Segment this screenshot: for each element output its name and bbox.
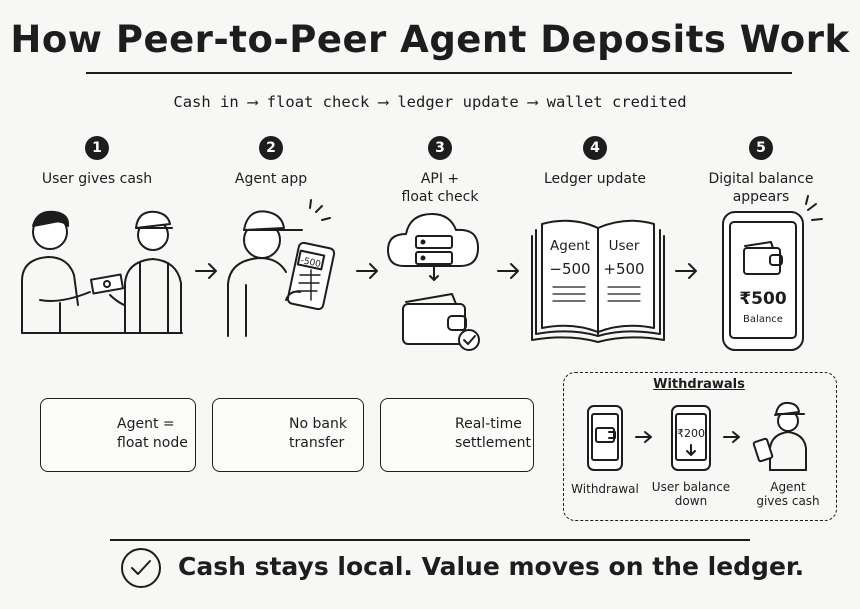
agent-gives-cash-caption: Agent gives cash — [756, 480, 820, 508]
tagline-divider — [110, 539, 750, 541]
arrow-2-icon — [356, 263, 378, 279]
withdraw-arrow-2-icon — [723, 431, 740, 443]
step-5-label: Digital balance appears — [708, 171, 814, 205]
withdrawals-title: Withdrawals — [653, 377, 745, 392]
withdrawal-caption: Withdrawal — [571, 482, 639, 496]
title-underline — [86, 72, 792, 74]
ledger-agent-header: Agent — [550, 238, 590, 254]
feature-no-bank-transfer: No bank transfer — [212, 398, 364, 472]
arrow-1-icon — [195, 263, 217, 279]
step-3-badge: 3 — [428, 136, 452, 160]
user-balance-down-caption: User balance down — [651, 480, 731, 508]
feature-real-time-settlement: Real-time settlement — [380, 398, 534, 472]
withdraw-screen-value: ₹200 — [677, 427, 705, 440]
withdrawal-phone-icon — [587, 405, 623, 471]
feature-agent-float-node: Agent = float node — [40, 398, 196, 472]
step-4-badge: 4 — [583, 136, 607, 160]
cloud-server-icon — [387, 213, 480, 351]
step-1-badge: 1 — [85, 136, 109, 160]
step-1-label: User gives cash — [41, 171, 153, 187]
step-3-label: API + float check — [401, 171, 479, 205]
feature-no-bank-transfer-label: No bank transfer — [289, 416, 347, 451]
step-2-label: Agent app — [234, 171, 308, 187]
wallet-balance-caption: Balance — [743, 314, 783, 325]
ledger-user-header: User — [609, 238, 640, 254]
page-title: How Peer-to-Peer Agent Deposits Work — [10, 18, 850, 61]
check-circle-icon — [121, 548, 161, 588]
ledger-book-icon — [531, 219, 665, 343]
step-5-badge: 5 — [749, 136, 773, 160]
withdraw-arrow-1-icon — [635, 431, 652, 443]
feature-real-time-settlement-label: Real-time settlement — [455, 416, 532, 451]
wallet-phone-icon — [722, 195, 823, 351]
cash-handover-icon — [21, 210, 183, 334]
balance-down-phone-icon — [671, 405, 711, 471]
agent-gives-cash-icon — [752, 401, 807, 471]
tagline: Cash stays local. Value moves on the led… — [178, 552, 805, 581]
arrow-4-icon — [675, 263, 697, 279]
step-2-badge: 2 — [259, 136, 283, 160]
agent-phone-screen-value: -500 — [300, 256, 322, 270]
ledger-user-value: +500 — [603, 260, 644, 278]
arrow-3-icon — [497, 263, 519, 279]
withdrawals-panel — [563, 372, 837, 521]
step-4-label: Ledger update — [543, 171, 647, 187]
wallet-balance-amount: ₹500 — [739, 289, 786, 309]
feature-agent-float-node-label: Agent = float node — [117, 416, 188, 451]
flow-subtitle: Cash in ⟶ float check ⟶ ledger update ⟶ … — [173, 93, 687, 111]
ledger-agent-value: −500 — [549, 260, 590, 278]
agent-phone-icon — [227, 199, 336, 337]
